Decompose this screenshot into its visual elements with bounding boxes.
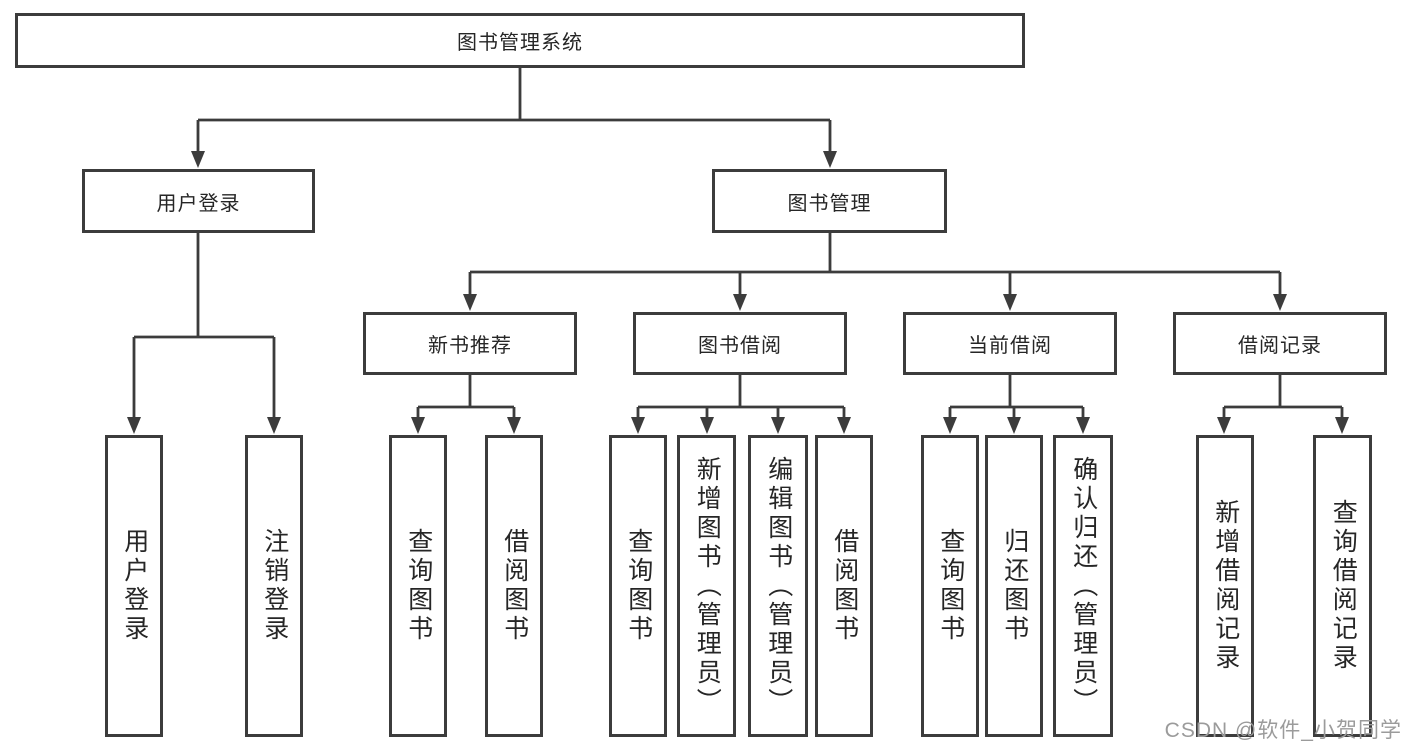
connector-current-borrow-children <box>943 375 1090 434</box>
node-borrow-record: 借阅记录 <box>1173 312 1387 375</box>
node-user-login-label: 用户登录 <box>156 192 241 215</box>
leaf-user-login-label: 用户登录 <box>120 528 149 644</box>
leaf-edit-book-admin-label: 编辑图书（管理员） <box>764 455 793 717</box>
connector-book-borrow-children <box>631 375 851 434</box>
leaf-newbook-query-book: 查询图书 <box>389 435 447 737</box>
node-root-label: 图书管理系统 <box>457 32 583 54</box>
leaf-current-query-book: 查询图书 <box>921 435 979 737</box>
node-book-management-label: 图书管理 <box>787 192 872 215</box>
node-current-borrow: 当前借阅 <box>903 312 1117 375</box>
leaf-user-login: 用户登录 <box>105 435 163 737</box>
node-current-borrow-label: 当前借阅 <box>968 335 1052 357</box>
leaf-confirm-return-admin-label: 确认归还（管理员） <box>1069 455 1098 717</box>
connector-borrow-record-children <box>1217 375 1349 434</box>
leaf-return-book-label: 归还图书 <box>1000 528 1029 644</box>
leaf-newbook-query-book-label: 查询图书 <box>404 528 433 644</box>
leaf-query-borrow-record-label: 查询借阅记录 <box>1329 499 1358 673</box>
leaf-edit-book-admin: 编辑图书（管理员） <box>748 435 808 737</box>
leaf-return-book: 归还图书 <box>985 435 1043 737</box>
leaf-logout-label: 注销登录 <box>260 528 289 644</box>
leaf-borrow-borrow-book: 借阅图书 <box>815 435 873 737</box>
node-borrow-record-label: 借阅记录 <box>1238 335 1322 357</box>
leaf-add-borrow-record: 新增借阅记录 <box>1196 435 1254 737</box>
connector-user-login-children <box>127 233 281 434</box>
connector-new-book-children <box>411 375 521 434</box>
node-new-book-recommend-label: 新书推荐 <box>428 335 512 357</box>
leaf-newbook-borrow-book-label: 借阅图书 <box>500 528 529 644</box>
leaf-borrow-query-book: 查询图书 <box>609 435 667 737</box>
leaf-add-book-admin-label: 新增图书（管理员） <box>693 455 722 717</box>
node-book-borrow-label: 图书借阅 <box>698 335 782 357</box>
leaf-borrow-query-book-label: 查询图书 <box>624 528 653 644</box>
node-book-management: 图书管理 <box>712 169 947 233</box>
node-user-login: 用户登录 <box>82 169 315 233</box>
leaf-confirm-return-admin: 确认归还（管理员） <box>1053 435 1113 737</box>
node-book-borrow: 图书借阅 <box>633 312 847 375</box>
csdn-watermark: CSDN @软件_小贺同学 <box>1164 719 1402 742</box>
connector-book-management-children <box>463 233 1287 311</box>
leaf-query-borrow-record: 查询借阅记录 <box>1313 435 1372 737</box>
leaf-newbook-borrow-book: 借阅图书 <box>485 435 543 737</box>
leaf-borrow-borrow-book-label: 借阅图书 <box>830 528 859 644</box>
leaf-logout: 注销登录 <box>245 435 303 737</box>
leaf-add-borrow-record-label: 新增借阅记录 <box>1211 499 1240 673</box>
connector-root-to-level2 <box>191 68 837 168</box>
node-new-book-recommend: 新书推荐 <box>363 312 577 375</box>
node-root: 图书管理系统 <box>15 13 1025 68</box>
leaf-add-book-admin: 新增图书（管理员） <box>677 435 736 737</box>
leaf-current-query-book-label: 查询图书 <box>936 528 965 644</box>
